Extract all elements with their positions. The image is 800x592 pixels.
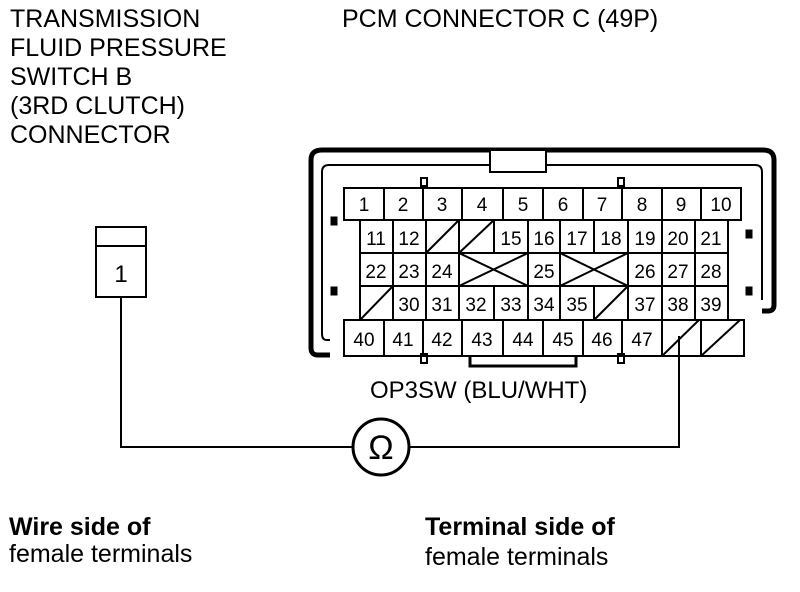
pin-16: 16 bbox=[533, 229, 554, 250]
pin-19: 19 bbox=[634, 229, 655, 250]
right-caption-line-2: female terminals bbox=[425, 543, 608, 571]
pin-row-5 bbox=[383, 320, 702, 356]
pin-39: 39 bbox=[700, 295, 721, 316]
pin-21: 21 bbox=[700, 229, 721, 250]
pin-30: 30 bbox=[398, 295, 419, 316]
left-caption-line-2: female terminals bbox=[9, 540, 192, 568]
pin-45: 45 bbox=[552, 330, 573, 351]
pin-9: 9 bbox=[676, 195, 687, 216]
pin-3: 3 bbox=[437, 195, 448, 216]
pin-1: 1 bbox=[359, 195, 370, 216]
test-lead-wire bbox=[120, 297, 680, 448]
pin-37: 37 bbox=[634, 295, 655, 316]
pin-2: 2 bbox=[398, 195, 409, 216]
pin-24: 24 bbox=[431, 262, 453, 283]
pin-row-3-labels: 22 23 24 25 26 27 28 bbox=[365, 262, 721, 283]
pin-6: 6 bbox=[558, 195, 569, 216]
pin-row-1 bbox=[344, 188, 741, 221]
ohmmeter-icon: Ω bbox=[351, 417, 411, 477]
pin-row-2-labels: 11 12 15 16 17 18 19 20 21 bbox=[366, 229, 721, 250]
pin-4: 4 bbox=[477, 195, 488, 216]
pin-7: 7 bbox=[597, 195, 608, 216]
pin-38: 38 bbox=[667, 295, 688, 316]
pin-27: 27 bbox=[667, 262, 688, 283]
pin-row-4-labels: 30 31 32 33 34 35 37 38 39 bbox=[398, 295, 721, 316]
switch-pin-label: 1 bbox=[114, 261, 127, 288]
pin-47: 47 bbox=[631, 330, 652, 351]
pin-46: 46 bbox=[591, 330, 612, 351]
pin-17: 17 bbox=[566, 229, 587, 250]
pin-25: 25 bbox=[533, 262, 554, 283]
pin-44: 44 bbox=[512, 330, 534, 351]
pin-41: 41 bbox=[392, 330, 413, 351]
switch-connector: 1 bbox=[95, 226, 147, 298]
switch-title-line-4: (3RD CLUTCH) bbox=[10, 92, 185, 120]
pcm-connector-housing bbox=[308, 147, 777, 368]
pin-33: 33 bbox=[500, 295, 521, 316]
pin-18: 18 bbox=[600, 229, 621, 250]
pin-rows-2-4-grid bbox=[344, 220, 744, 321]
pin-43: 43 bbox=[471, 330, 492, 351]
switch-title-line-2: FLUID PRESSURE bbox=[10, 34, 227, 62]
pin-8: 8 bbox=[637, 195, 648, 216]
pin-28: 28 bbox=[700, 262, 721, 283]
pin-12: 12 bbox=[398, 229, 419, 250]
pin-42: 42 bbox=[431, 330, 452, 351]
pin-10: 10 bbox=[710, 195, 731, 216]
empty-cavity-marks bbox=[359, 219, 741, 357]
pin-11: 11 bbox=[366, 229, 386, 250]
left-caption-line-1: Wire side of bbox=[9, 513, 151, 541]
switch-title-line-3: SWITCH B bbox=[10, 63, 132, 91]
right-caption-line-1: Terminal side of bbox=[425, 513, 616, 541]
pin-26: 26 bbox=[634, 262, 655, 283]
pin-20: 20 bbox=[667, 229, 688, 250]
pin-32: 32 bbox=[465, 295, 486, 316]
pin-40: 40 bbox=[353, 330, 374, 351]
pin-15: 15 bbox=[500, 229, 521, 250]
wire-label: OP3SW (BLU/WHT) bbox=[370, 377, 587, 404]
pcm-connector-title: PCM CONNECTOR C (49P) bbox=[342, 5, 658, 33]
pin-31: 31 bbox=[431, 295, 452, 316]
ohm-symbol: Ω bbox=[368, 429, 393, 467]
switch-title-line-1: TRANSMISSION bbox=[10, 5, 200, 33]
pin-22: 22 bbox=[365, 262, 386, 283]
pin-5: 5 bbox=[518, 195, 529, 216]
pin-35: 35 bbox=[566, 295, 587, 316]
pin-34: 34 bbox=[533, 295, 555, 316]
pin-23: 23 bbox=[398, 262, 419, 283]
switch-title-line-5: CONNECTOR bbox=[10, 121, 171, 149]
pin-row-1-labels: 1 2 3 4 5 6 7 8 9 10 bbox=[359, 195, 732, 216]
pin-row-5-labels: 40 41 42 43 44 45 46 47 bbox=[353, 330, 652, 351]
